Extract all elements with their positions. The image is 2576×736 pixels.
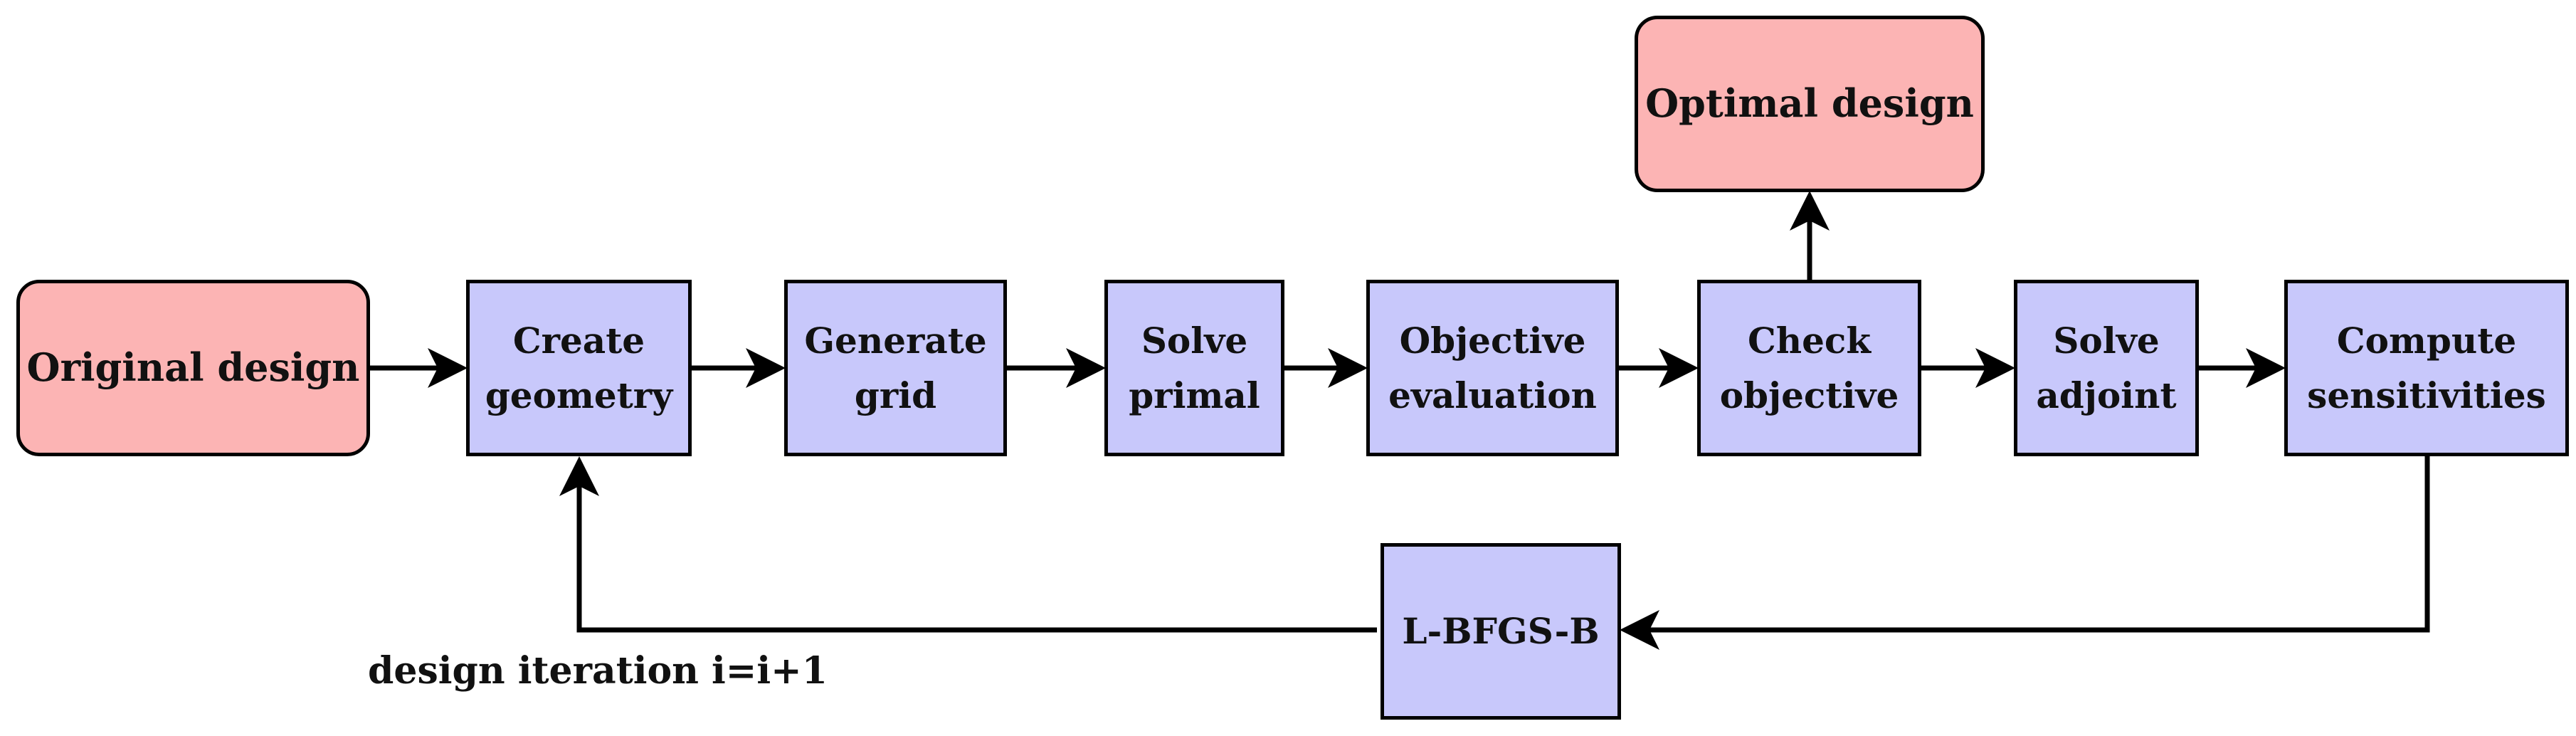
generate-grid-label-line1: Generate: [804, 319, 987, 362]
create-geometry-label-line1: Create: [512, 319, 645, 362]
objective-evaluation-label-line2: evaluation: [1388, 374, 1597, 416]
compute-sensitivities-label-line2: sensitivities: [2307, 374, 2546, 416]
design-iteration-label: design iteration i=i+1: [368, 649, 828, 693]
compute-sensitivities-label-line1: Compute: [2336, 319, 2517, 362]
lbfgsb-node: L-BFGS-B: [1381, 543, 1621, 720]
generate-grid-node: Generate grid: [784, 280, 1007, 456]
solve-primal-node: Solve primal: [1104, 280, 1284, 456]
solve-adjoint-label-line1: Solve: [2053, 319, 2160, 362]
optimal-design-label: Optimal design: [1645, 80, 1974, 127]
objective-evaluation-label-line1: Objective: [1399, 319, 1586, 362]
arrow-lbfgsb-to-create: [559, 456, 1377, 633]
solve-primal-label-line1: Solve: [1141, 319, 1248, 362]
solve-adjoint-label-line2: adjoint: [2036, 374, 2177, 416]
create-geometry-label-line2: geometry: [485, 374, 673, 416]
check-objective-label-line2: objective: [1719, 374, 1899, 416]
solve-primal-label-line2: primal: [1129, 374, 1260, 416]
check-objective-node: Check objective: [1697, 280, 1921, 456]
create-geometry-node: Create geometry: [466, 280, 692, 456]
compute-sensitivities-node: Compute sensitivities: [2284, 280, 2569, 456]
objective-evaluation-node: Objective evaluation: [1366, 280, 1619, 456]
original-design-node: Original design: [16, 280, 370, 456]
solve-adjoint-node: Solve adjoint: [2014, 280, 2199, 456]
arrow-sensitivities-to-lbfgsb: [1620, 456, 2430, 650]
generate-grid-label-line2: grid: [854, 374, 937, 416]
lbfgsb-label: L-BFGS-B: [1402, 610, 1600, 653]
check-objective-label-line1: Check: [1747, 319, 1872, 362]
optimal-design-node: Optimal design: [1635, 16, 1985, 192]
original-design-label: Original design: [26, 345, 360, 391]
